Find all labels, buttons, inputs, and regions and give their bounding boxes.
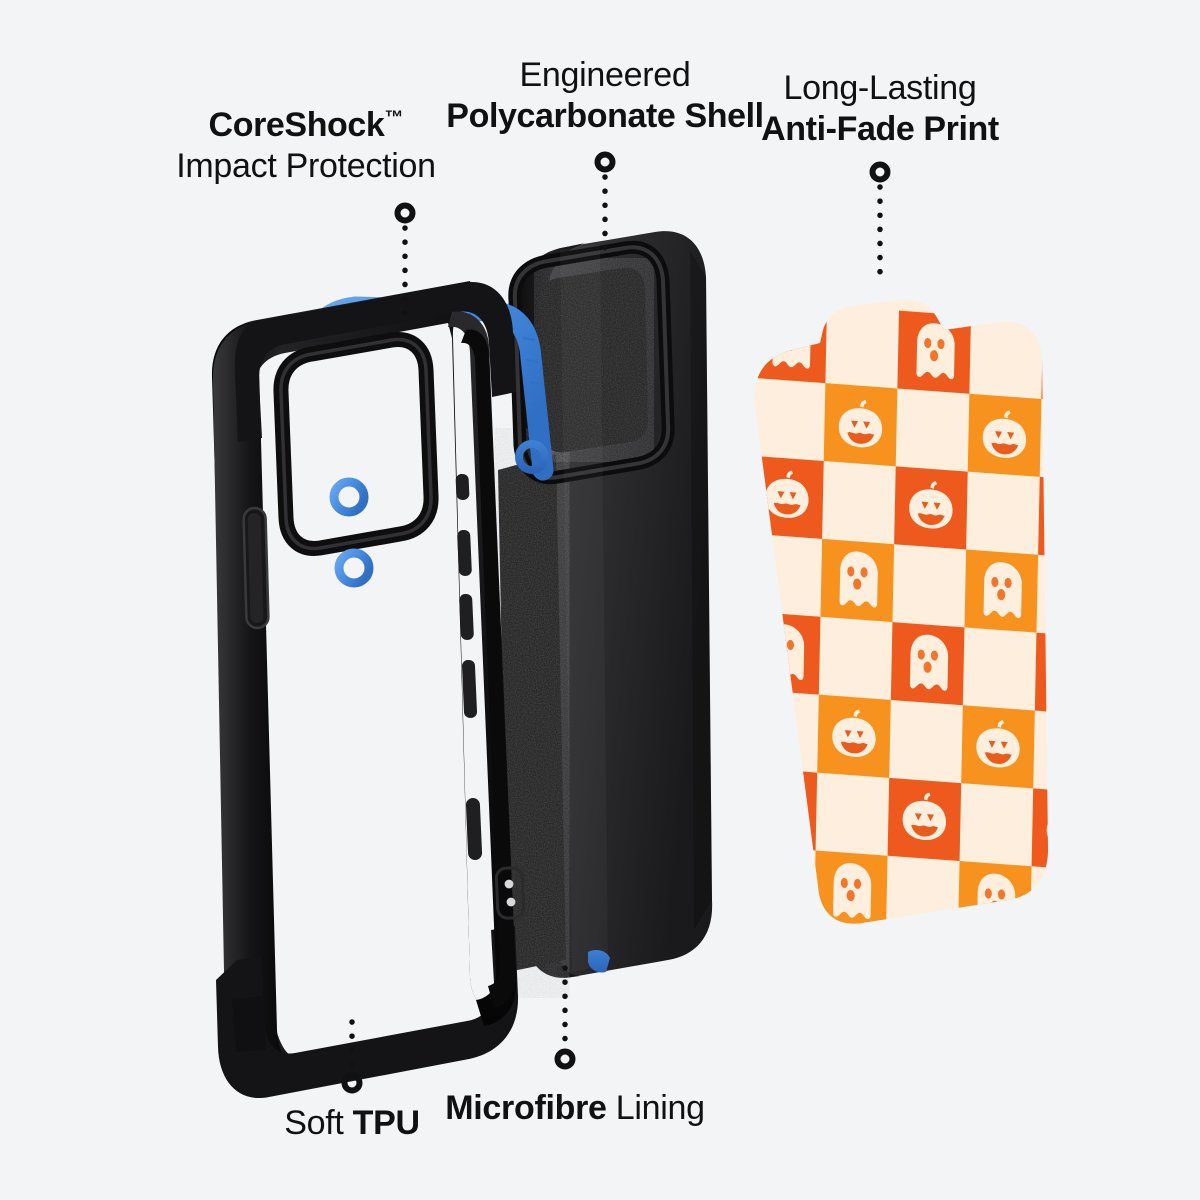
- callout-antifade-line1: Long-Lasting: [783, 69, 977, 107]
- leader-dot-antifade: [869, 161, 891, 183]
- polycarbonate-shell: [498, 231, 713, 978]
- callout-microfibre-prefix: Microfibre: [445, 1089, 607, 1127]
- leader-dot-tpu: [341, 1072, 363, 1094]
- bumper-inner-rail: [448, 311, 526, 1026]
- callout-antifade-line2: Anti-Fade Print: [761, 110, 999, 149]
- callout-coreshock-line1: CoreShock™: [208, 106, 404, 144]
- leader-dot-coreshock: [394, 202, 416, 224]
- callout-polycarbonate: Engineered Polycarbonate Shell: [345, 55, 865, 138]
- callout-coreshock-line2: Impact Protection: [176, 147, 436, 186]
- side-button: [242, 506, 270, 630]
- microfibre-lining: [498, 267, 649, 972]
- callout-coreshock: CoreShock™ Impact Protection: [0, 105, 612, 188]
- coreshock-rings: [329, 440, 549, 588]
- trademark-symbol: ™: [384, 107, 404, 129]
- callout-antifade: Long-Lasting Anti-Fade Print: [700, 68, 1060, 151]
- leader-dot-microfibre: [554, 1048, 576, 1070]
- leader-dot-polycarbonate: [594, 151, 616, 173]
- callout-tpu-prefix: Soft: [284, 1104, 353, 1142]
- tpu-bumper-frame: [211, 281, 554, 1099]
- leader-terminals: [341, 151, 891, 1094]
- tpu-stub-bottom: [588, 950, 610, 973]
- callout-polycarbonate-line2: Polycarbonate Shell: [446, 97, 764, 136]
- printed-back-panel: [754, 299, 1049, 924]
- callout-microfibre-suffix: Lining: [606, 1089, 705, 1127]
- callout-microfibre: Microfibre Lining: [395, 1088, 755, 1129]
- callout-tpu: Soft TPU: [172, 1103, 532, 1144]
- bumper-camera-opening: [273, 332, 439, 556]
- callout-polycarbonate-line1: Engineered: [519, 56, 691, 94]
- leader-lines: [349, 174, 883, 1073]
- callout-tpu-suffix: TPU: [352, 1104, 420, 1142]
